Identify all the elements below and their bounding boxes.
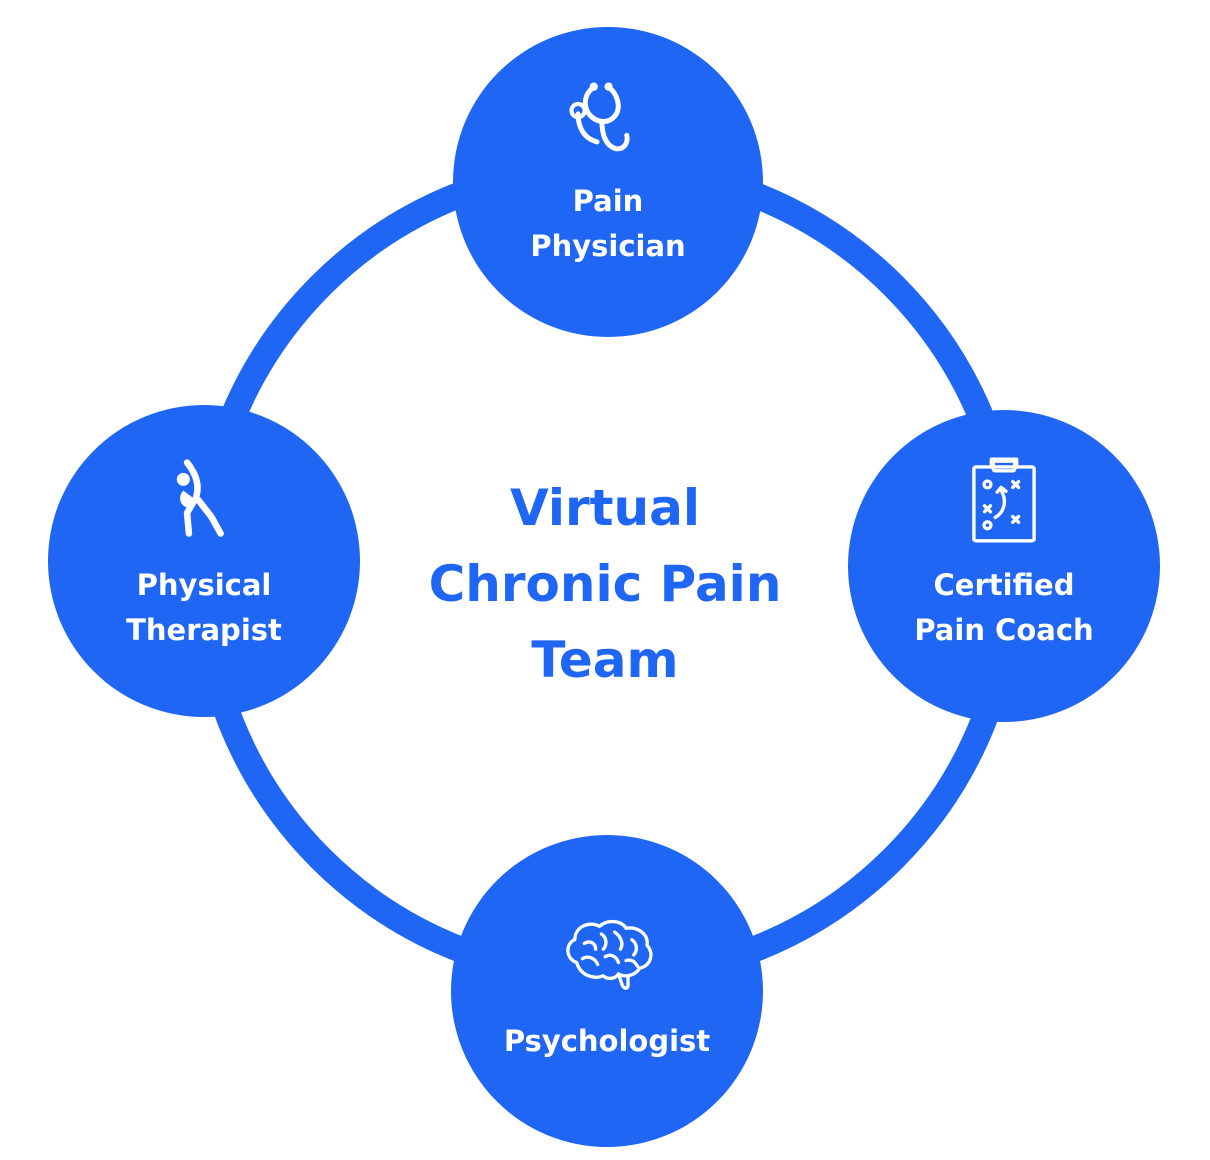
diagram-center-title: Virtual Chronic Pain Team (405, 470, 805, 698)
node-certified-pain-coach: Certified Pain Coach (848, 410, 1160, 722)
node-label-line: Pain (572, 184, 644, 218)
center-title-line: Chronic Pain (428, 555, 782, 613)
node-label-line: Certified (933, 568, 1075, 602)
clipboard-playbook-icon (972, 457, 1036, 543)
brain-icon (566, 919, 653, 990)
node-label: Psychologist (451, 1019, 763, 1064)
node-label-line: Psychologist (503, 1024, 711, 1058)
center-title-line: Virtual (510, 479, 700, 537)
node-label-line: Therapist (126, 613, 282, 647)
node-label: Certified Pain Coach (848, 563, 1160, 653)
stethoscope-icon (569, 82, 630, 152)
node-pain-physician: Pain Physician (453, 27, 763, 337)
node-psychologist: Psychologist (451, 835, 763, 1147)
node-label-line: Physical (136, 568, 272, 602)
center-title-line: Team (531, 631, 679, 689)
node-physical-therapist: Physical Therapist (48, 405, 360, 717)
stretching-figure-icon (176, 459, 224, 537)
node-label-line: Pain Coach (914, 613, 1094, 647)
node-label: Pain Physician (453, 179, 763, 269)
node-label: Physical Therapist (48, 563, 360, 653)
node-label-line: Physician (530, 229, 686, 263)
